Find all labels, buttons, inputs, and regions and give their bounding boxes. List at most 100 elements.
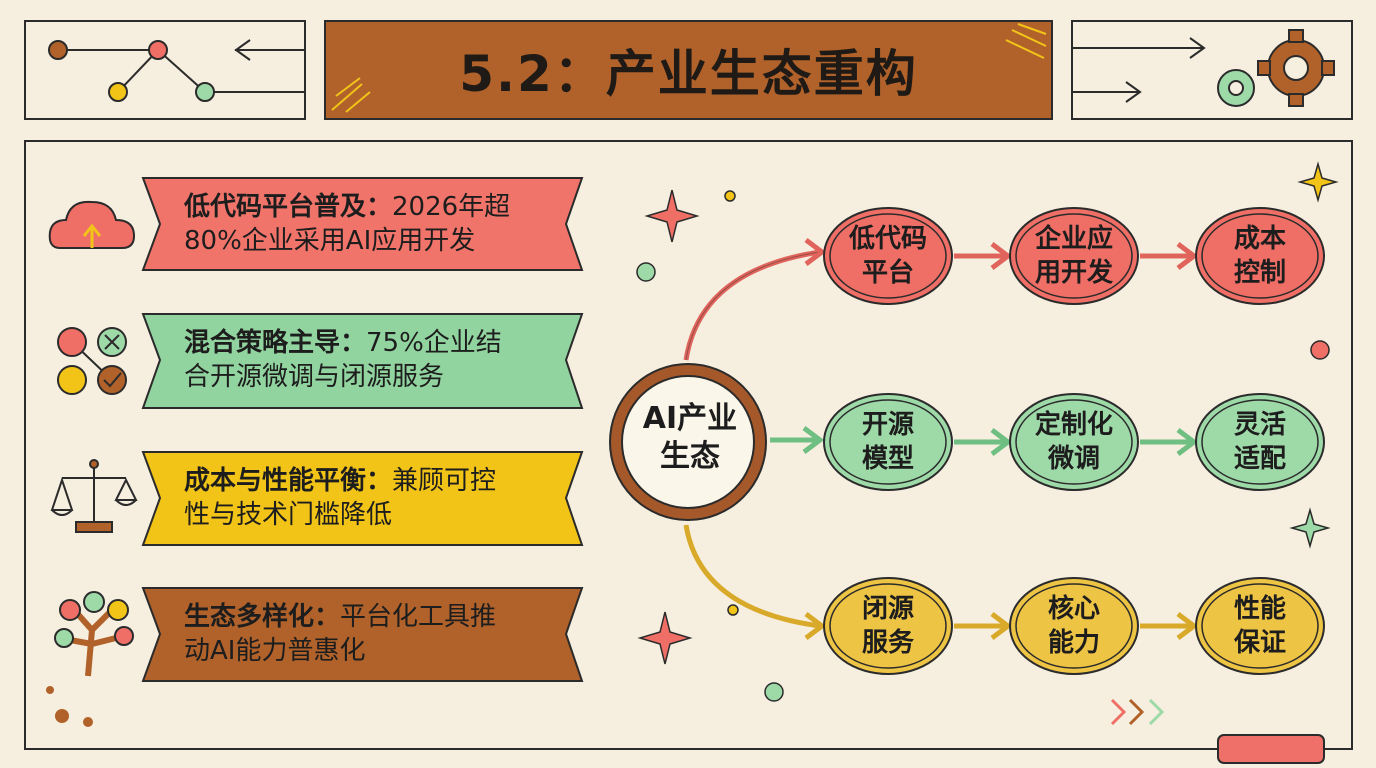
flow-node-inner [829,213,947,299]
curve-bottom [683,524,821,629]
star-icon [1297,161,1339,203]
flow-node-line-1: 闭源 [861,594,914,624]
flow-node-label: 开源模型 [828,408,948,476]
flow-node-line-1: 企业应 [1034,224,1113,254]
hub-label: AI产业 生态 [620,400,760,476]
flow-node-inner [1201,399,1319,485]
decorative-pill [1217,734,1325,764]
flow-node-inner [829,583,947,669]
flow-node-line-2: 能力 [1047,628,1100,658]
flow-node-line-2: 服务 [861,628,914,658]
hub-line-1: AI产业 [642,401,738,436]
flow-node-line-2: 用开发 [1034,258,1113,288]
flow-node-inner [1015,399,1133,485]
flow-node-line-2: 保证 [1233,628,1286,658]
flow-arrowhead [990,428,1013,456]
flow-node-line-1: 性能 [1233,594,1286,624]
flow-node [1009,393,1139,491]
banner-1-body: 2026年超 [392,192,511,222]
small-gear-icon [1217,69,1255,107]
flow-node-line-1: 核心 [1047,594,1100,624]
star-icon [644,189,700,243]
flow-node-label: 灵活适配 [1200,408,1320,476]
tree-icon [54,591,134,677]
flow-node-label: 定制化微调 [1014,408,1134,476]
flow-node [1195,207,1325,305]
flow-node [1195,393,1325,491]
flow-node-line-1: 成本 [1233,224,1286,254]
flow-node-line-2: 微调 [1047,444,1100,474]
banner-2-text: 混合策略主导：75%企业结 合开源微调与闭源服务 [184,326,574,394]
row-arrows [954,242,1199,640]
flow-node-line-2: 控制 [1233,258,1286,288]
banner-3-line2: 性与技术门槛降低 [184,500,393,530]
flow-nodes [823,207,1325,675]
flow-node-label: 闭源服务 [828,592,948,660]
flow-arrowhead [990,242,1013,270]
flow-node-label: 低代码平台 [828,222,948,290]
banner-4 [141,587,584,682]
flow-arrowhead [1176,242,1199,270]
banner-2-head: 混合策略主导： [184,328,367,358]
banner-1-line2: 80%企业采用AI应用开发 [184,226,476,256]
strategy-icons [57,327,127,395]
banner-4-body: 平台化工具推 [340,602,497,632]
page-title: 5.2：产业生态重构 [459,45,918,103]
flow-arrowhead [1176,428,1199,456]
flow-node-label: 成本控制 [1200,222,1320,290]
banner-3-head: 成本与性能平衡： [184,466,393,496]
flow-node [823,393,953,491]
flow-node-line-2: 适配 [1233,444,1286,474]
banner-2 [141,313,584,409]
banner-4-line2: 动AI能力普惠化 [184,636,366,666]
scales-icon [50,459,138,533]
flow-node-line-1: 定制化 [1034,410,1113,440]
flow-arrowhead [990,612,1013,640]
flow-node [1009,577,1139,675]
cloud-upload-icon [48,200,136,249]
main-panel [24,140,1353,750]
flow-node-inner [1201,213,1319,299]
top-right-panel [1071,20,1353,120]
flow-node-label: 性能保证 [1200,592,1320,660]
banner-4-text: 生态多样化：平台化工具推 动AI能力普惠化 [184,600,574,668]
flow-node-inner [1015,583,1133,669]
banner-2-line2: 合开源微调与闭源服务 [184,362,445,392]
banner-3-text: 成本与性能平衡：兼顾可控 性与技术门槛降低 [184,464,574,532]
banner-1-head: 低代码平台普及： [184,192,393,222]
title-banner: 5.2：产业生态重构 [324,20,1053,120]
flow-node-line-2: 平台 [861,258,914,288]
flow-arrowhead [1176,612,1199,640]
hub-line-2: 生态 [660,439,720,474]
curve-top [683,249,821,361]
flow-node-line-2: 模型 [861,444,914,474]
flow-node-inner [829,399,947,485]
flow-node-line-1: 开源 [861,410,914,440]
network-icon [58,39,304,93]
flow-node-label: 核心能力 [1014,592,1134,660]
banner-1 [141,177,584,271]
flow-node [1195,577,1325,675]
top-right-arrows [1071,37,1206,103]
star-icon [637,611,693,665]
spark-decoration [331,23,1047,113]
banner-3 [141,451,584,546]
banner-1-text: 低代码平台普及：2026年超 80%企业采用AI应用开发 [184,190,574,258]
star-icon [1289,507,1331,549]
top-left-panel [24,20,306,120]
flow-node-line-1: 低代码 [848,224,927,254]
flow-node [823,577,953,675]
hub-core [621,375,755,509]
banner-3-body: 兼顾可控 [392,466,497,496]
flow-node [1009,207,1139,305]
flow-node-inner [1015,213,1133,299]
flow-node [823,207,953,305]
flow-node-line-1: 灵活 [1233,410,1286,440]
chevrons-icon [1110,698,1165,726]
banner-2-body: 75%企业结 [366,328,502,358]
gear-icon [1257,29,1335,107]
banner-4-head: 生态多样化： [184,602,341,632]
flow-node-inner [1201,583,1319,669]
flow-node-label: 企业应用开发 [1014,222,1134,290]
